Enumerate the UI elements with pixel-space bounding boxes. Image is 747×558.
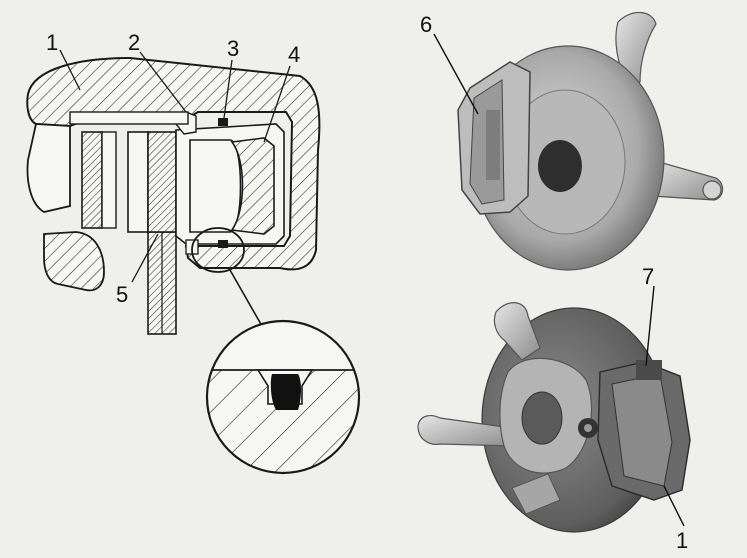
hub-hole-top (538, 140, 582, 192)
caliper-photo-top: 6 (420, 11, 724, 271)
piston-seal-top (218, 118, 228, 126)
callout-5-section: 5 (116, 282, 128, 307)
caliper-photo-bottom: 7 1 (417, 264, 691, 553)
callout-6-photo: 6 (420, 12, 432, 37)
seal-detail-magnified (205, 319, 361, 475)
brake-disc-section (127, 131, 149, 233)
steering-knuckle-bottom-upper (493, 302, 541, 361)
callout-4-section: 4 (288, 42, 300, 67)
seal-ring-magnified (270, 374, 301, 410)
detail-leader-line (229, 269, 263, 327)
callout-1-section: 1 (46, 30, 58, 55)
caliper-section-drawing: 1 2 3 4 5 (26, 30, 321, 335)
callout-3-section: 3 (227, 36, 239, 61)
inner-brake-pad (147, 131, 177, 233)
callout-1-photo: 1 (676, 528, 688, 553)
piston-seal-bottom (218, 240, 228, 248)
outer-pad-backing (101, 131, 117, 229)
outer-brake-pad (81, 131, 103, 229)
piston (189, 139, 242, 233)
piston-crown (230, 137, 275, 235)
caliper-outer-jaw (26, 123, 71, 213)
callout-2-section: 2 (128, 30, 140, 55)
detail-marker-circle (191, 227, 245, 273)
caliper-mount-hook (43, 231, 105, 292)
callout-7-photo: 7 (642, 264, 654, 289)
